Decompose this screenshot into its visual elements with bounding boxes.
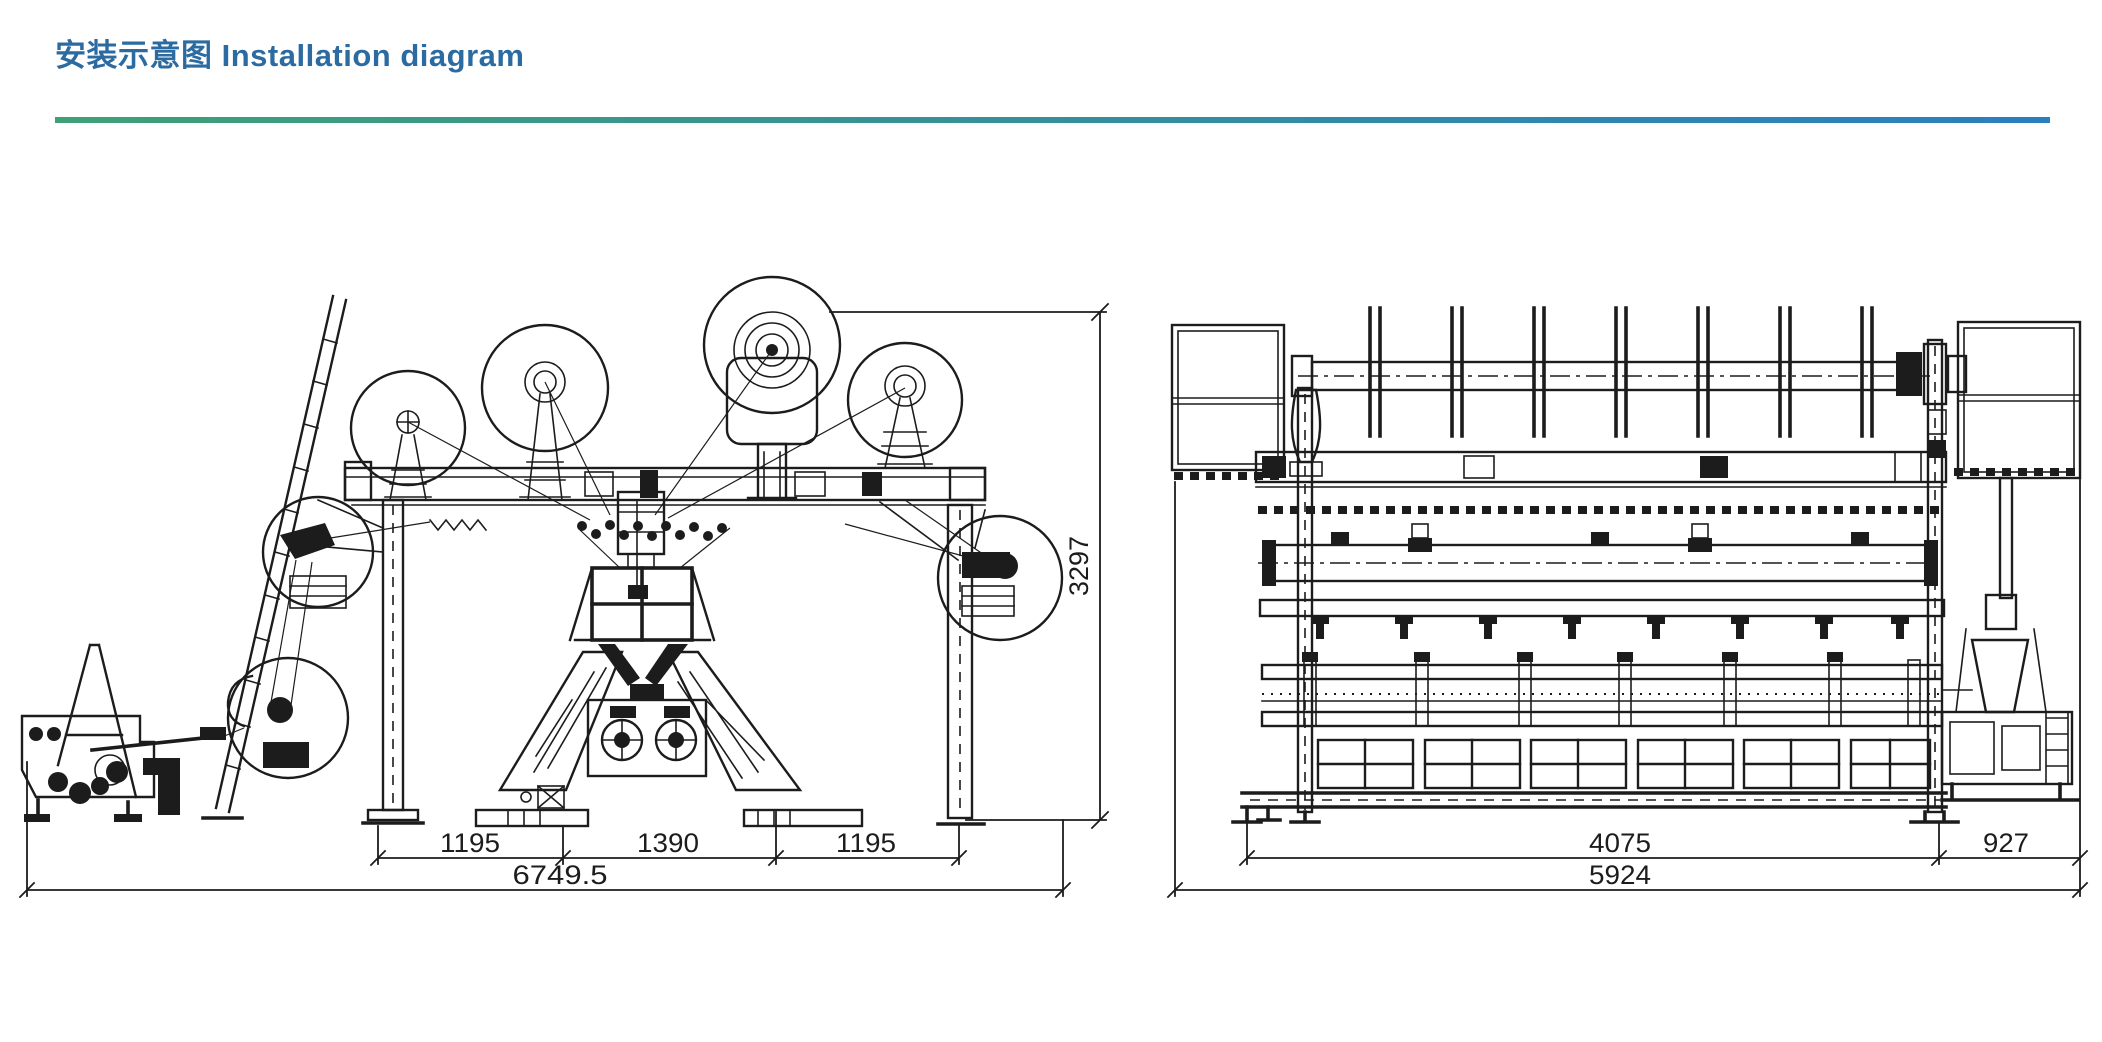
- center-machine: [428, 490, 864, 828]
- page-title: 安装示意图 Installation diagram: [55, 38, 525, 73]
- yarn-spools: [226, 275, 1064, 780]
- title-underline: [55, 117, 2050, 123]
- left-side-view-drawing: 1195 1390 1195 6749.5 3297: [18, 275, 1110, 899]
- left-side-box: [1170, 323, 1286, 480]
- dim-label-right-total: 5924: [1589, 860, 1651, 890]
- dim-label-left-seg2: 1390: [637, 828, 699, 858]
- base-grid-panels: [1240, 738, 1948, 809]
- dim-label-right-seg2: 927: [1983, 828, 2029, 858]
- creel-beam-frame: [304, 460, 987, 826]
- hanger-rail: [1258, 598, 1946, 639]
- dim-label-left-seg1: 1195: [440, 828, 500, 858]
- top-beam-roller: [1290, 306, 1968, 458]
- right-auxiliary-unit: [1940, 476, 2080, 802]
- frame-rails: [1254, 450, 1948, 586]
- dim-label-left-seg3: 1195: [836, 828, 896, 858]
- right-front-view-drawing: 4075 927 5924: [1166, 306, 2089, 899]
- ladder: [201, 294, 348, 820]
- dim-label-left-height: 3297: [1064, 536, 1094, 596]
- right-view-dimensions: 4075 927 5924: [1166, 477, 2089, 899]
- machine-feet: [1231, 805, 1960, 824]
- left-view-dimensions: 1195 1390 1195 6749.5 3297: [18, 302, 1110, 899]
- yarn-paths: [221, 349, 1001, 738]
- lower-roller-band: [1260, 652, 1944, 728]
- dim-label-right-seg1: 4075: [1589, 828, 1651, 858]
- dim-label-left-total: 6749.5: [513, 860, 608, 890]
- right-side-box: [1954, 320, 2082, 480]
- feeding-cart: [20, 643, 226, 822]
